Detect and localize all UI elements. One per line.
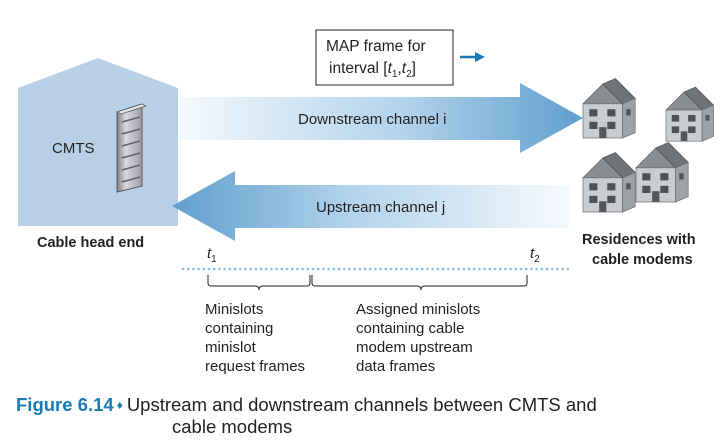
residence-house-icon xyxy=(635,142,689,203)
timeline-t1-label: t1 xyxy=(207,245,217,265)
residence-house-icon xyxy=(665,86,714,142)
residence-house-icon xyxy=(582,152,636,213)
minislot-request-brace xyxy=(207,275,311,291)
upstream-channel-label: Upstream channel j xyxy=(316,199,445,216)
figure-caption: Figure 6.14♦Upstream and downstream chan… xyxy=(16,394,706,438)
minislots-description: Minislots containing minislot request fr… xyxy=(205,301,305,375)
network-diagram: CMTS Cable head end MAP frame for interv… xyxy=(18,29,714,375)
downstream-channel-label: Downstream channel i xyxy=(298,111,446,128)
map-frame-box xyxy=(315,29,454,86)
cmts-label: CMTS xyxy=(52,140,95,157)
upstream-channel-arrow xyxy=(172,171,570,241)
caption-text-line2: cable modems xyxy=(172,416,293,437)
map-frame-arrow-icon xyxy=(460,52,485,62)
cable-head-end-building xyxy=(18,58,178,226)
caption-bullet-icon: ♦ xyxy=(116,398,123,412)
caption-text-line1: Upstream and downstream channels between… xyxy=(126,394,597,415)
cmts-rack-icon xyxy=(115,103,148,193)
downstream-channel-arrow xyxy=(180,83,583,153)
residences-label-line1: Residences with xyxy=(582,232,696,248)
residence-house-icon xyxy=(582,78,636,139)
timeline-t2-label: t2 xyxy=(530,245,540,265)
map-frame-line2: interval [t1,t2] xyxy=(329,60,416,80)
figure-number: Figure 6.14 xyxy=(16,394,114,415)
cable-head-end-label: Cable head end xyxy=(37,235,144,251)
residences-label-line2: cable modems xyxy=(592,252,693,268)
map-frame-line1: MAP frame for xyxy=(326,38,426,55)
assigned-minislots-description: Assigned minislots containing cable mode… xyxy=(356,301,484,375)
assigned-minislots-brace xyxy=(311,275,528,291)
